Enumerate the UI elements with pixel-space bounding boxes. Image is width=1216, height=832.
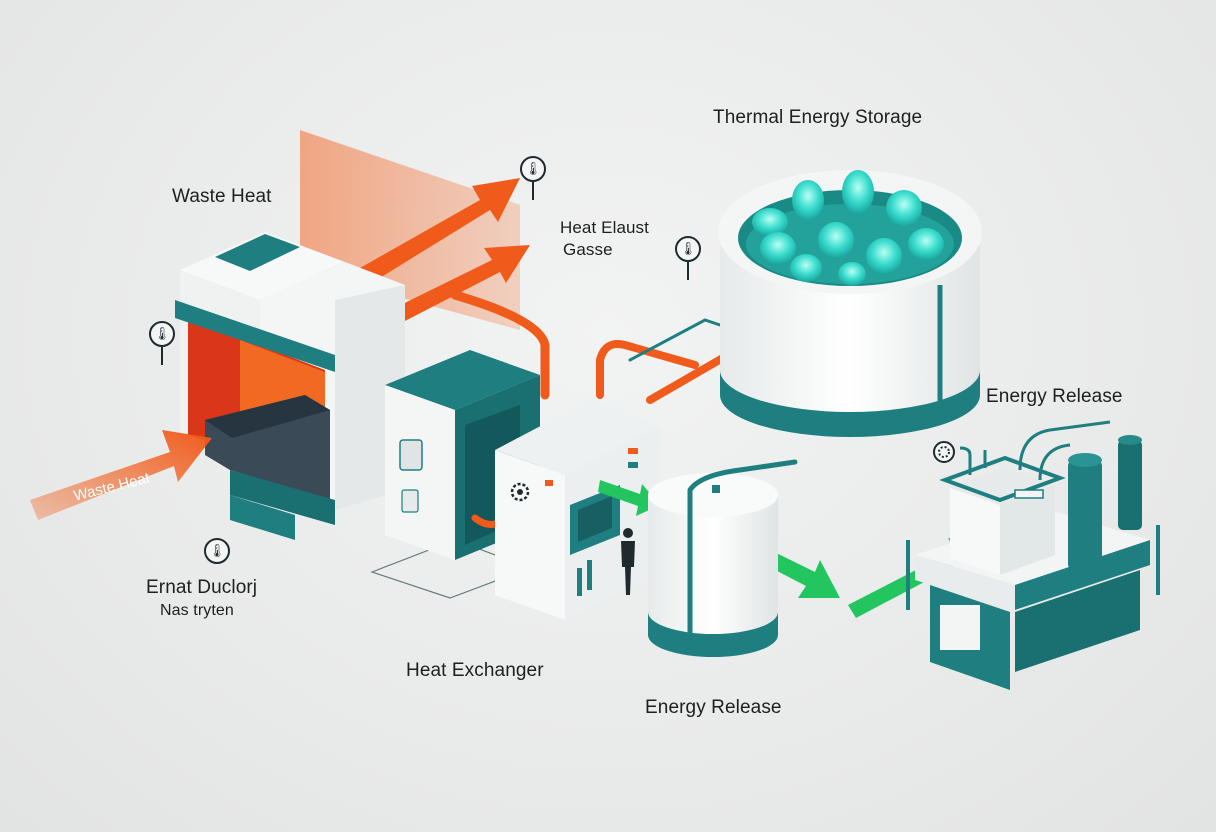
energy-release-plant [906,420,1160,690]
label-heat-exhaust-line1: Heat Elaust [560,218,649,237]
control-unit [495,400,660,620]
label-energy-release-bottom: Energy Release [645,697,782,718]
label-ernat-line2: Nas tryten [160,602,234,619]
glowing-capsules [752,170,944,286]
thermometer-icon: 🌡 [520,156,546,182]
label-energy-release-right: Energy Release [986,386,1123,407]
storage-tank-middle [648,459,798,657]
label-heat-exhaust-line2: Gasse [563,240,613,259]
gear-icon-energy-release [933,441,955,463]
person-icon [621,528,635,595]
thermometer-icon: 🌡 [675,236,701,262]
label-thermal-energy-storage: Thermal Energy Storage [713,107,923,128]
label-ernat-line1: Ernat Duclorj [146,577,258,598]
waste-heat-arrow-left [30,430,212,520]
thermometer-icon: 🌡 [149,321,175,347]
thermometer-icon: 🌡 [204,538,230,564]
label-heat-exchanger: Heat Exchanger [406,660,544,681]
label-waste-heat: Waste Heat [172,186,272,207]
gear-icon [510,482,530,502]
furnace-unit [175,232,405,540]
thermal-storage-tank [718,170,982,437]
